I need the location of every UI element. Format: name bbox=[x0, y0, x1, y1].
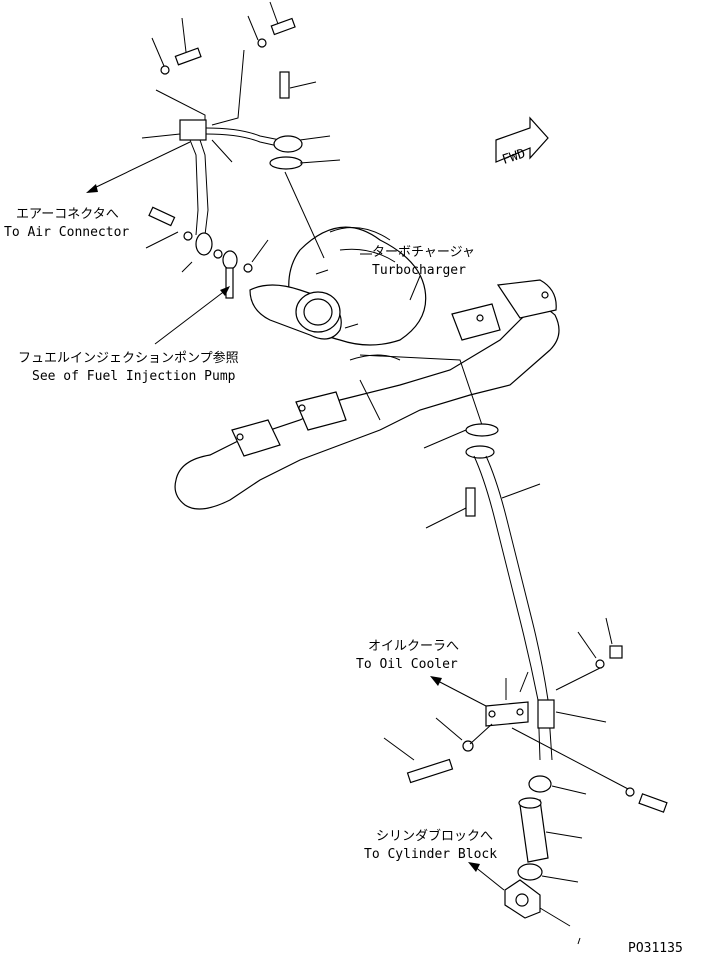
air-tube-assembly bbox=[141, 119, 341, 299]
air-connector-label-en: To Air Connector bbox=[4, 225, 129, 240]
exhaust-manifold bbox=[174, 279, 560, 510]
oil-return-pipe bbox=[359, 354, 555, 761]
lower-bolts bbox=[383, 717, 668, 813]
top-bolts bbox=[151, 1, 317, 99]
drawing-number: PO31135 bbox=[628, 941, 683, 956]
fuel-pump-label-en: See of Fuel Injection Pump bbox=[32, 369, 236, 384]
hose-and-clamps bbox=[504, 775, 587, 945]
turbo-label-jp: ターボチャージャ bbox=[372, 245, 475, 260]
oil-cooler-label-jp: オイルクーラへ bbox=[368, 639, 459, 654]
air-connector-label-jp: エアーコネクタへ bbox=[16, 207, 119, 222]
fuel-pump-label-jp: フュエルインジェクションポンプ参照 bbox=[18, 350, 239, 366]
fwd-label: FWD bbox=[500, 146, 527, 168]
cylinder-block-label-en: To Cylinder Block bbox=[364, 847, 497, 862]
turbo-label-en: Turbocharger bbox=[372, 263, 466, 278]
cylinder-block-label-jp: シリンダブロックへ bbox=[376, 828, 493, 844]
fwd-arrow-icon: FWD bbox=[495, 116, 549, 168]
oil-cooler-label-en: To Oil Cooler bbox=[356, 657, 458, 672]
bracket bbox=[485, 617, 631, 791]
